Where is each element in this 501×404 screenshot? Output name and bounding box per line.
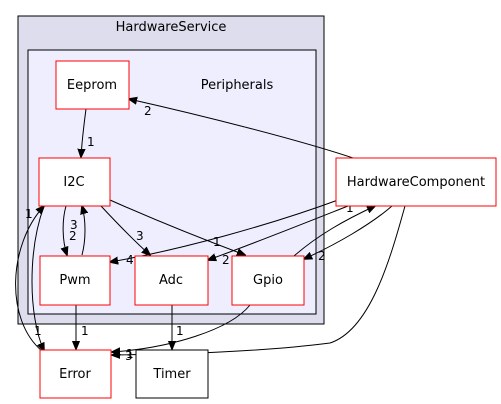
edge-label-hwc-gpio: 2 [318,249,326,263]
edge-label-hwc-eeprom: 2 [144,104,152,118]
edge-error-i2c [15,206,44,352]
node-timer-label: Timer [152,367,191,382]
edge-eeprom-i2c [81,108,87,157]
node-error[interactable]: Error [39,349,112,399]
edge-label-i2c-adc: 3 [136,229,144,243]
edge-label-gpio-error: 1 [126,347,134,361]
edge-label-error-i2c: 1 [25,207,33,221]
edge-hwc-adc [208,205,349,260]
node-gpio-label: Gpio [253,273,283,288]
node-i2c-label: I2C [63,175,84,190]
cluster-hardwareservice-title: HardwareService [116,20,227,35]
edge-label-eeprom-i2c: 1 [87,135,95,149]
edge-hwc-eeprom [129,99,357,160]
edge-label-gpio-hwc: 1 [346,201,354,215]
edge-hwc-gpio [304,205,393,259]
edge-label-hwc-error: 3 [125,349,133,363]
node-gpio[interactable]: Gpio [231,255,305,306]
edge-label-pwm-i2c: 2 [69,229,77,243]
cluster-peripherals-title: Peripherals [201,78,274,93]
edge-label-i2c-error: 1 [34,324,42,338]
edge-i2c-pwm [63,205,67,255]
edge-label-hwc-pwm: 4 [126,253,134,267]
edge-label-i2c-gpio: 1 [213,235,221,249]
edge-i2c-adc [100,205,150,255]
node-hardwarecomponent-label: HardwareComponent [347,175,485,190]
edge-label-pwm-error: 1 [81,324,89,338]
edge-pwm-i2c [82,206,85,256]
node-pwm-label: Pwm [59,273,90,288]
node-i2c[interactable]: I2C [38,157,111,207]
edge-gpio-hwc [293,206,375,257]
edge-gpio-error [112,304,251,352]
edge-label-i2c-pwm: 3 [70,218,78,232]
edge-label-adc-timer: 1 [176,324,184,338]
node-adc[interactable]: Adc [134,255,209,306]
edge-i2c-gpio [109,199,245,255]
node-hardwarecomponent[interactable]: HardwareComponent [335,157,497,207]
edge-i2c-error [31,205,44,351]
node-eeprom[interactable]: Eeprom [55,60,130,110]
node-eeprom-label: Eeprom [67,78,117,93]
node-error-label: Error [59,367,91,382]
edge-label-hwc-adc: 2 [222,253,230,267]
node-pwm[interactable]: Pwm [39,255,111,306]
node-timer[interactable]: Timer [135,349,209,399]
node-adc-label: Adc [159,273,183,288]
